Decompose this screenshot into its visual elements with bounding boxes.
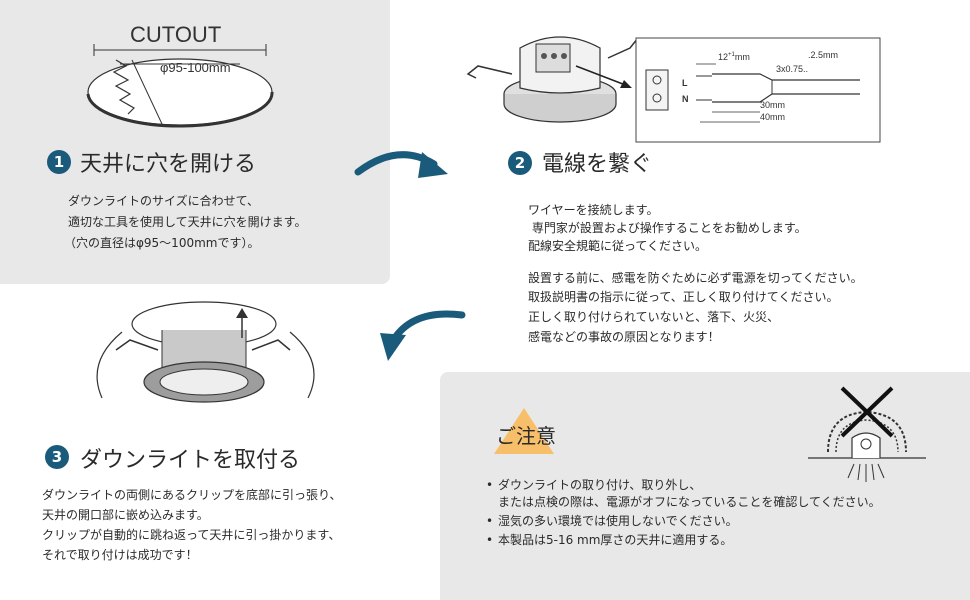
- step1-panel: [0, 0, 390, 284]
- step2-desc-a-1: ワイヤーを接続します。: [528, 203, 659, 217]
- caution-item-2: 湿気の多い環境では使用しないでください。: [486, 513, 881, 530]
- install-illustration: [96, 301, 315, 403]
- step2-desc-a-3: 配線安全規範に従ってください。: [528, 239, 708, 253]
- wiring-illustration: L N 12+1mm .2.5mm 3x0.75.. 30mm 40mm: [466, 36, 881, 143]
- cutout-label: CUTOUT: [130, 22, 221, 47]
- arrow-right-icon: [354, 151, 448, 178]
- gauge-label: .2.5mm: [808, 50, 838, 60]
- step1-desc-1: ダウンライトのサイズに合わせて、: [68, 194, 260, 208]
- step2-desc-b-3: 正しく取り付けられていないと、落下、火災、: [528, 310, 780, 324]
- arrow-left-icon: [380, 310, 466, 361]
- step2-number: 2: [508, 151, 532, 175]
- step2-title: 電線を繋ぐ: [542, 152, 653, 177]
- step3-number: 3: [45, 445, 69, 469]
- caution-triangle-icon: [494, 408, 554, 454]
- caution-title: ご注意: [496, 424, 556, 448]
- terminal-l-label: L: [682, 78, 688, 88]
- step1-number: 1: [47, 150, 71, 174]
- step2-desc-b-2: 取扱説明書の指示に従って、正しく取り付けてください。: [528, 290, 839, 304]
- step1-title: 天井に穴を開ける: [80, 152, 257, 177]
- diameter-label: φ95-100mm: [160, 60, 231, 75]
- no-insulation-icon: [808, 386, 926, 482]
- caution-list: ダウンライトの取り付け、取り外し、 または点検の際は、電源がオフになっていること…: [486, 477, 881, 549]
- step3-desc-1: ダウンライトの両側にあるクリップを底部に引っ張り、: [42, 488, 342, 502]
- caution-item-1: ダウンライトの取り付け、取り外し、 または点検の際は、電源がオフになっていること…: [486, 477, 881, 511]
- strip-length-label: 12+1mm: [718, 52, 750, 62]
- length-40-label: 40mm: [760, 112, 785, 122]
- step1-desc-2: 適切な工具を使用して天井に穴を開けます。: [68, 215, 307, 229]
- step3-desc-3: クリップが自動的に跳ね返って天井に引っ掛かります、: [42, 528, 341, 542]
- terminal-n-label: N: [682, 94, 689, 104]
- step2-desc-b-4: 感電などの事故の原因となります！: [528, 330, 720, 344]
- step1-desc-3: （穴の直径はφ95～100mmです）。: [64, 236, 260, 250]
- caution-item-3: 本製品は5-16 mm厚さの天井に適用する。: [486, 532, 881, 549]
- cable-label: 3x0.75..: [776, 64, 808, 74]
- step2-desc-a-2: 専門家が設置および操作することをお勧めします。: [528, 221, 807, 235]
- cutout-illustration: CUTOUT φ95-100mm: [86, 22, 274, 128]
- step2-desc-b-1: 設置する前に、感電を防ぐために必ず電源を切ってください。: [528, 271, 863, 285]
- length-30-label: 30mm: [760, 100, 785, 110]
- step3-desc-2: 天井の開口部に嵌め込みます。: [42, 508, 209, 522]
- step3-title: ダウンライトを取付る: [80, 448, 301, 473]
- step3-desc-4: それで取り付けは成功です！: [42, 548, 198, 562]
